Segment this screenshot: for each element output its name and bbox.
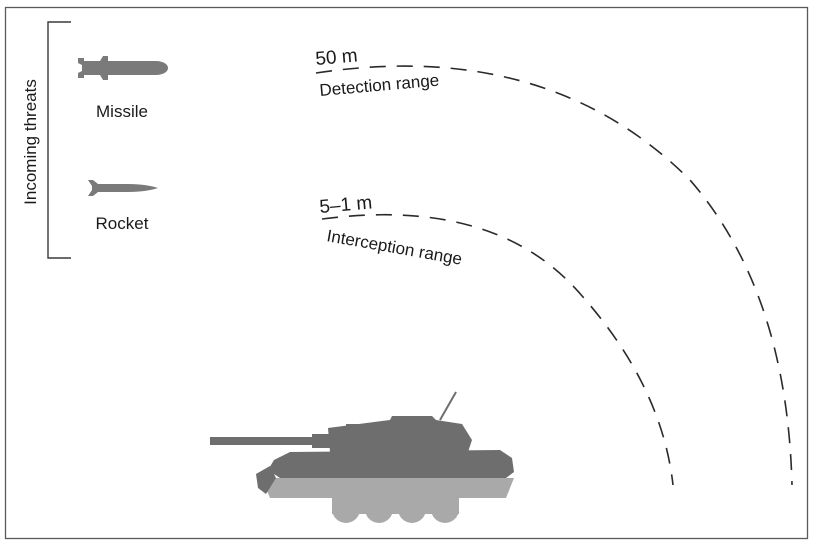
threats-bracket xyxy=(47,21,71,259)
detection-range-label: Detection range xyxy=(319,71,440,100)
threats-group-label: Incoming threats xyxy=(21,79,40,205)
tank-icon xyxy=(210,391,514,523)
interception-range-arc xyxy=(321,213,674,486)
interception-distance: 5–1 m xyxy=(319,192,373,218)
diagram-frame xyxy=(4,6,809,540)
detection-distance: 50 m xyxy=(315,45,359,70)
rocket-icon xyxy=(88,180,158,196)
interception-range-label: Interception range xyxy=(325,226,463,269)
missile-label: Missile xyxy=(96,102,148,121)
rocket-label: Rocket xyxy=(96,214,149,233)
missile-icon xyxy=(78,56,168,80)
